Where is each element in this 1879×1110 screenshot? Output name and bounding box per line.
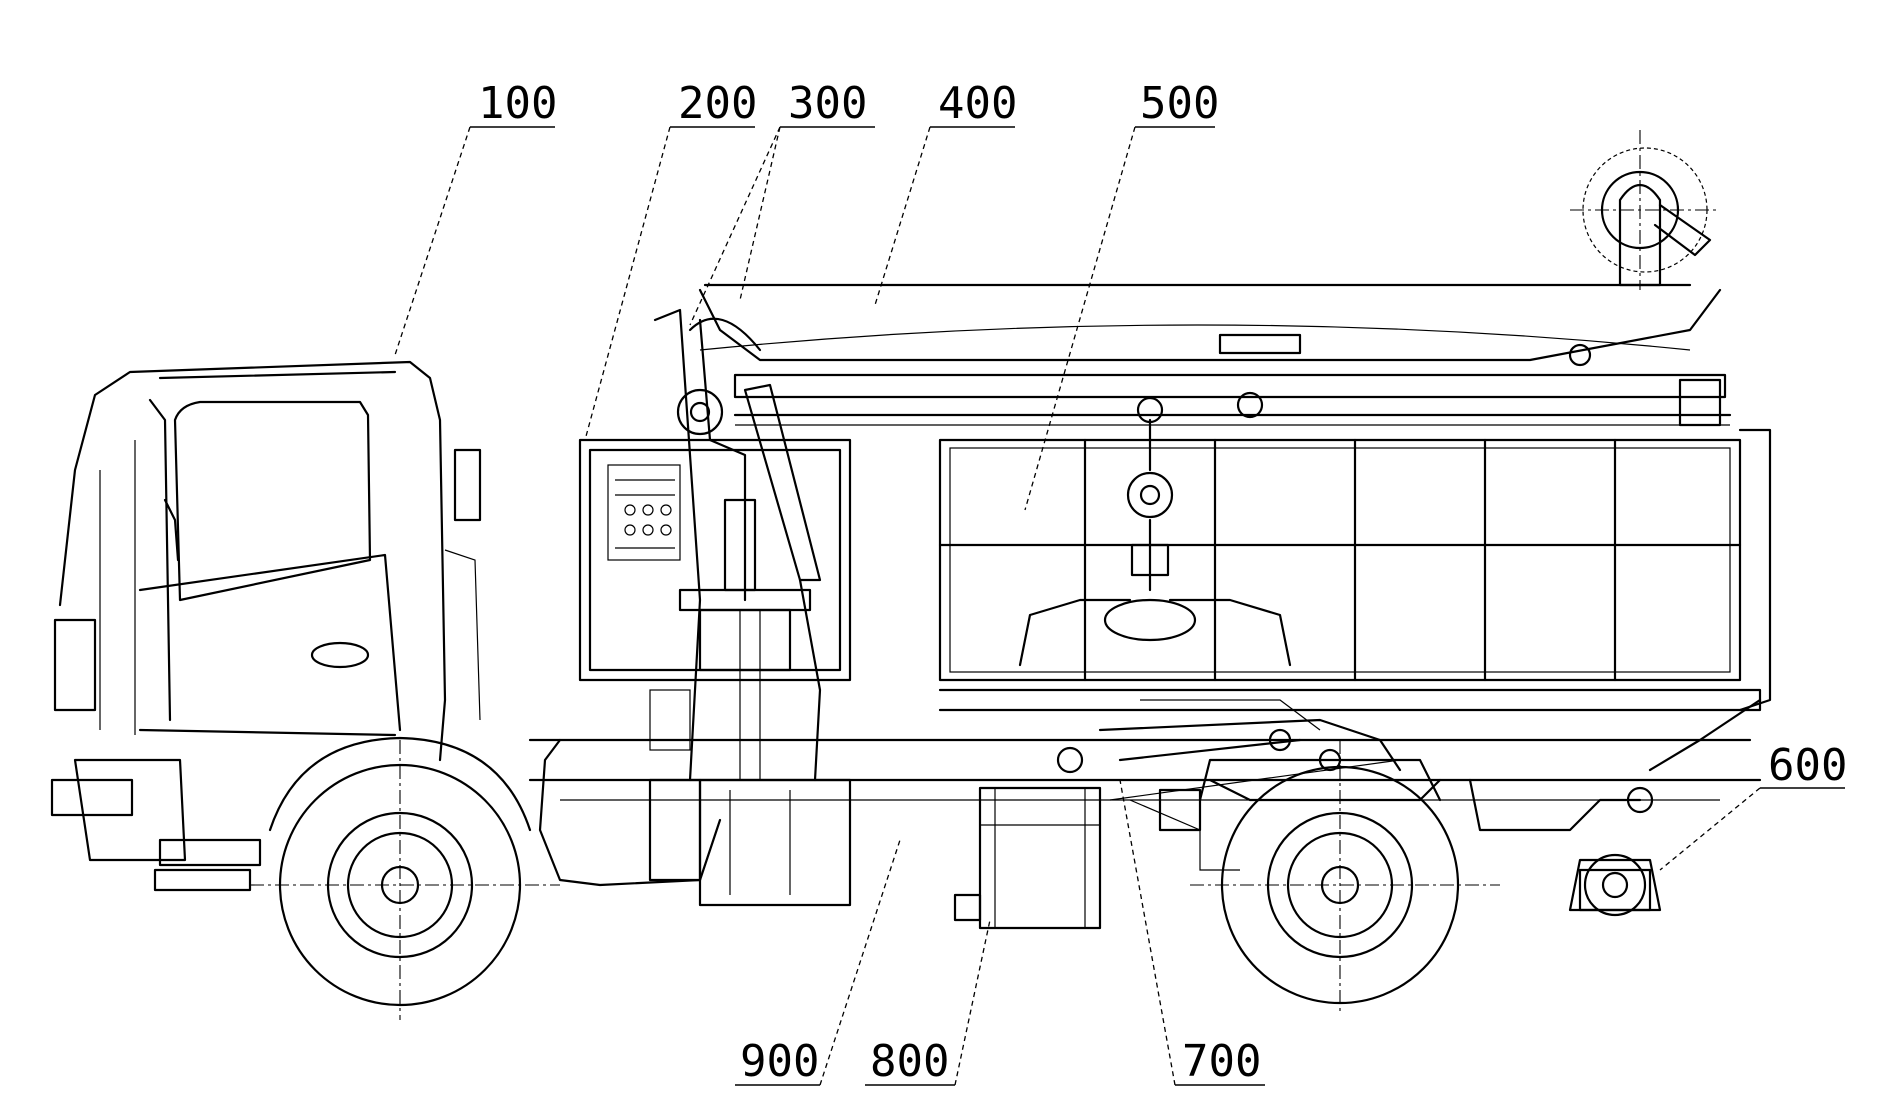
control-box [578,438,852,682]
label-300: 300 [788,78,867,129]
callout-900: 900 [735,839,901,1087]
transmission-assembly [1098,699,1402,832]
callout-600: 600 [1659,740,1847,871]
label-100: 100 [478,78,557,129]
callout-400: 400 [874,78,1017,306]
grab-container [938,428,1772,772]
label-200: 200 [678,78,757,129]
boom-beam [698,283,1732,427]
label-400: 400 [938,78,1017,129]
crane-arm [653,308,822,782]
grab-bucket [1018,418,1292,667]
rear-device [1568,853,1662,917]
rear-wheel [1190,740,1500,1015]
callout-800: 800 [865,919,991,1087]
callout-500: 500 [1024,78,1219,511]
callout-200: 200 [584,78,757,441]
callout-300: 300 [689,78,875,326]
chassis-frame [528,689,1762,912]
label-800: 800 [870,1036,949,1087]
label-600: 600 [1768,740,1847,791]
label-700: 700 [1182,1036,1261,1087]
label-900: 900 [740,1036,819,1087]
hose-reel [1570,130,1720,290]
truck-cab [50,360,482,892]
callout-100: 100 [394,78,557,356]
callout-700: 700 [1119,779,1265,1087]
label-500: 500 [1140,78,1219,129]
front-wheel [250,736,560,1020]
cylindrical-tank [953,746,1102,930]
